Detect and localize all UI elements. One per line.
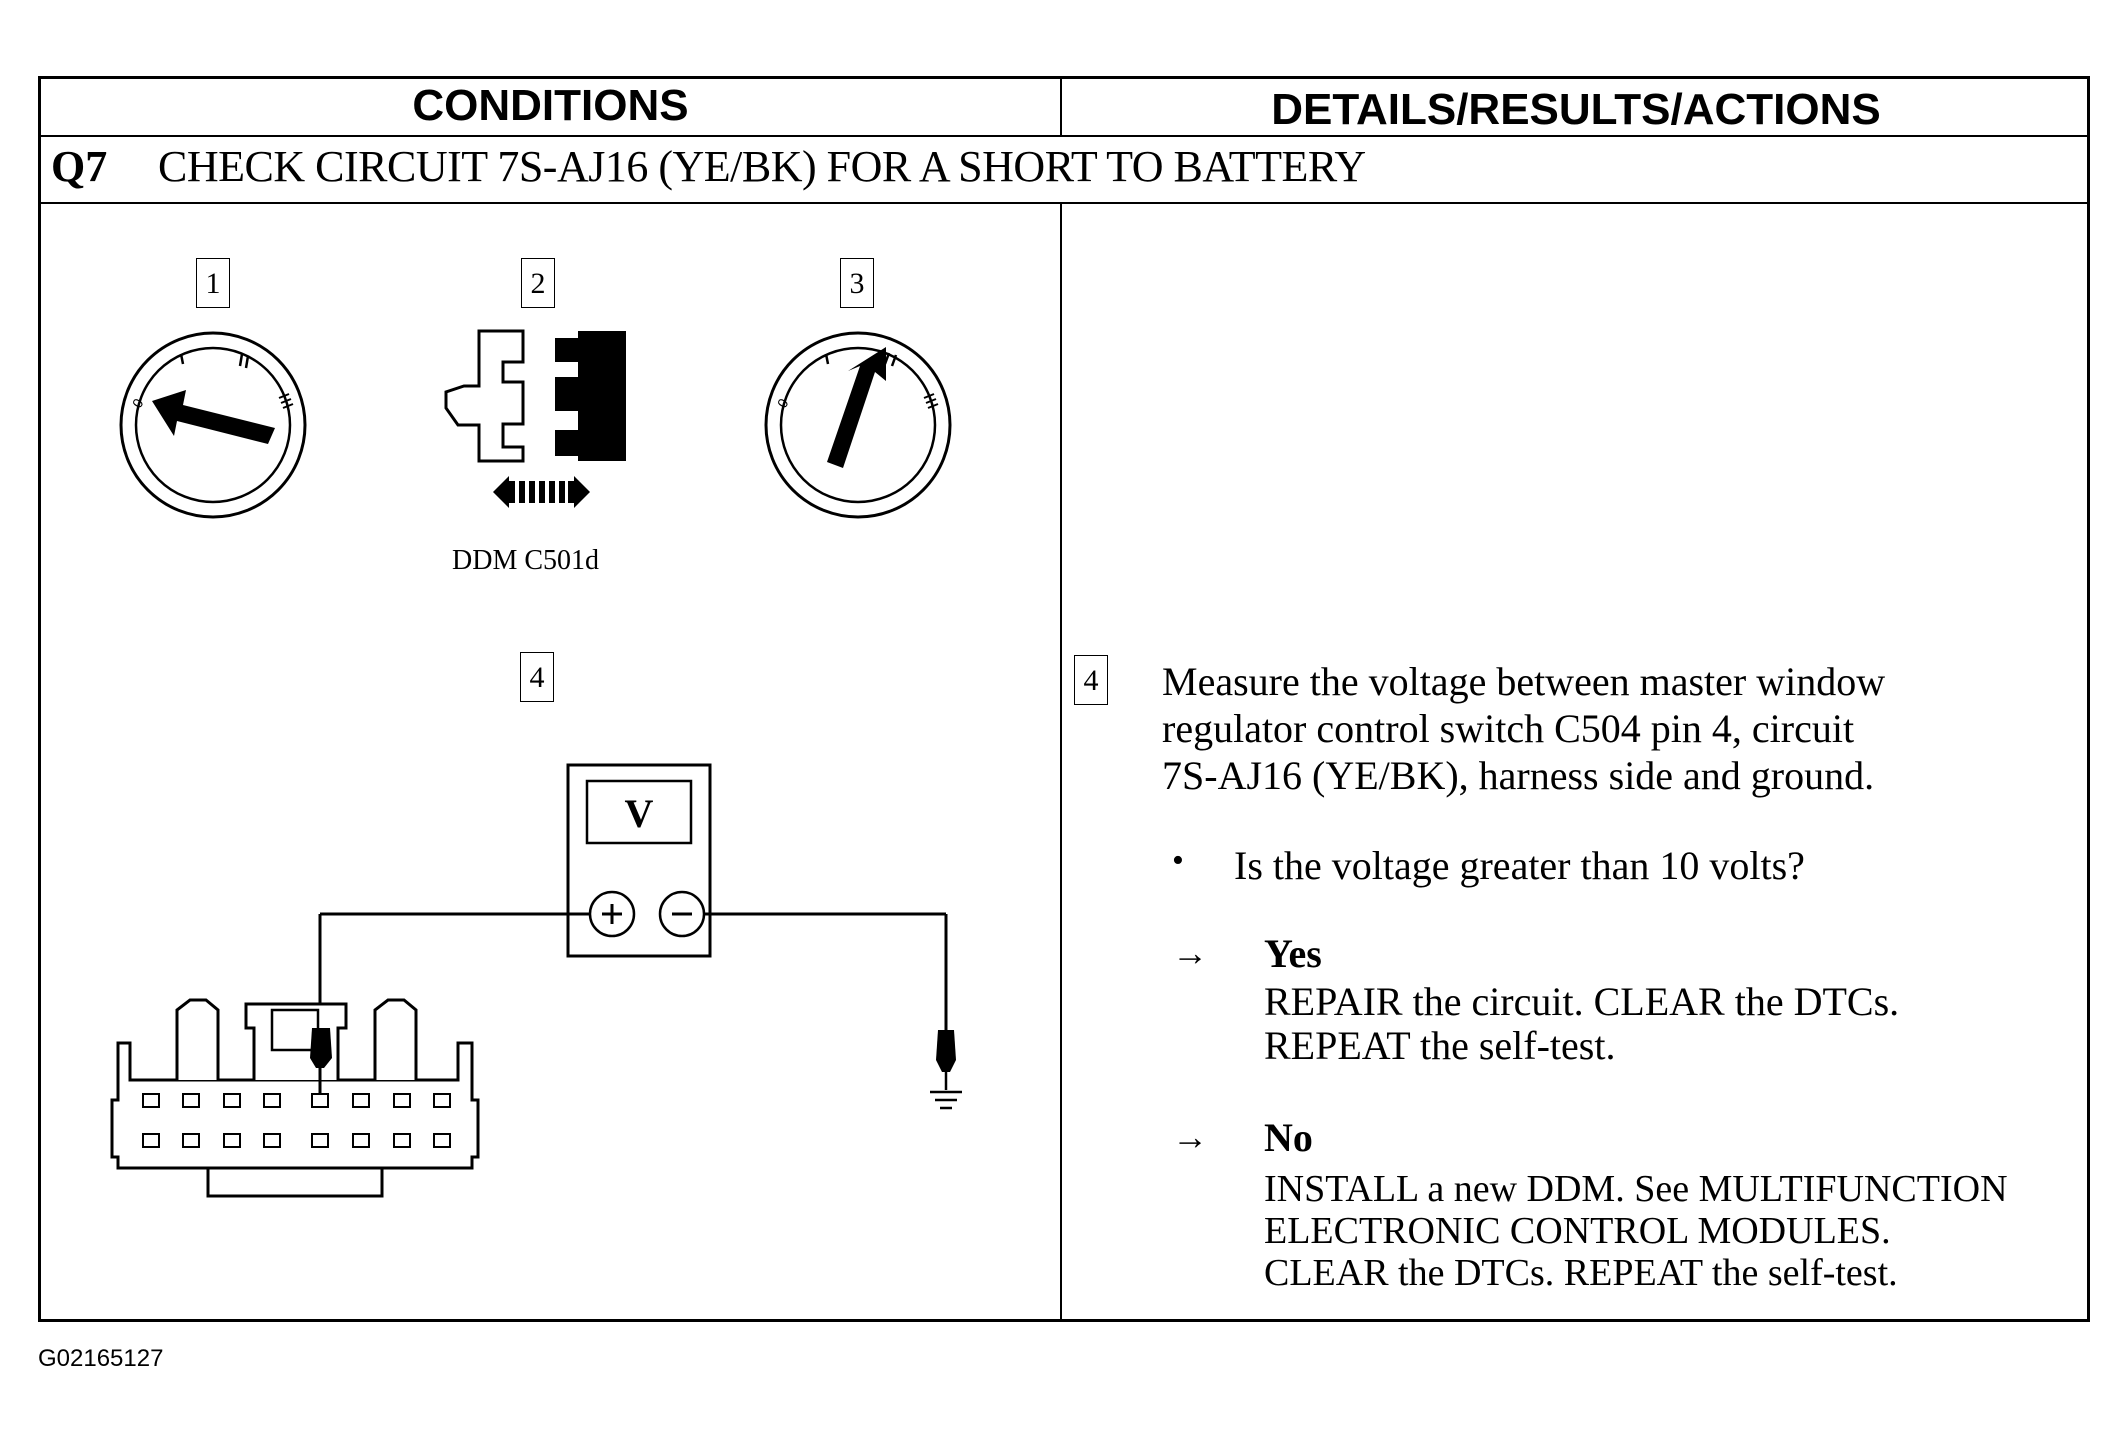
no-action: INSTALL a new DDM. See MULTIFUNCTION ELE… (1264, 1168, 2008, 1294)
no-arrow-icon: → (1172, 1117, 1208, 1157)
ignition-switch-on-icon: 0 (764, 331, 952, 519)
question-bullet: • (1172, 842, 1184, 879)
connector-disconnect-icon (444, 329, 626, 508)
connector-caption: DDM C501d (452, 545, 600, 576)
body-column-divider (1060, 202, 1062, 1319)
details-header: DETAILS/RESULTS/ACTIONS (1271, 85, 1881, 134)
question-title: CHECK CIRCUIT 7S-AJ16 (YE/BK) FOR A SHOR… (158, 142, 1366, 191)
instruction-line-2: regulator control switch C504 pin 4, cir… (1162, 706, 1855, 751)
yes-action: REPAIR the circuit. CLEAR the DTCs. REPE… (1264, 979, 1900, 1068)
yes-arrow-icon: → (1172, 933, 1208, 973)
question-divider (41, 202, 2087, 204)
ground-icon (930, 1030, 962, 1110)
procedure-table: CONDITIONS DETAILS/RESULTS/ACTIONS Q7 CH… (38, 76, 2090, 1322)
step-4-box: 4 (520, 652, 554, 702)
conditions-header: CONDITIONS (412, 81, 689, 130)
step-2-box: 2 (521, 258, 555, 308)
ignition-switch-off-icon: 0 (119, 331, 307, 519)
result-question: Is the voltage greater than 10 volts? (1234, 843, 1805, 888)
step-1-box: 1 (196, 258, 230, 308)
instruction-line-1: Measure the voltage between master windo… (1162, 659, 1886, 704)
no-label: No (1264, 1115, 1313, 1160)
yes-label: Yes (1264, 931, 1322, 976)
question-number: Q7 (51, 142, 108, 191)
details-step-box: 4 (1074, 655, 1108, 705)
svg-text:0: 0 (129, 396, 147, 411)
harness-connector-icon (110, 998, 480, 1198)
instruction-line-3: 7S-AJ16 (YE/BK), harness side and ground… (1162, 753, 1875, 798)
header-column-divider (1060, 79, 1062, 135)
figure-id: G02165127 (38, 1345, 164, 1372)
voltmeter-display-label: V (625, 791, 654, 836)
svg-text:0: 0 (774, 396, 792, 411)
header-divider (41, 135, 2087, 137)
step-3-box: 3 (840, 258, 874, 308)
voltmeter-icon (566, 763, 712, 958)
